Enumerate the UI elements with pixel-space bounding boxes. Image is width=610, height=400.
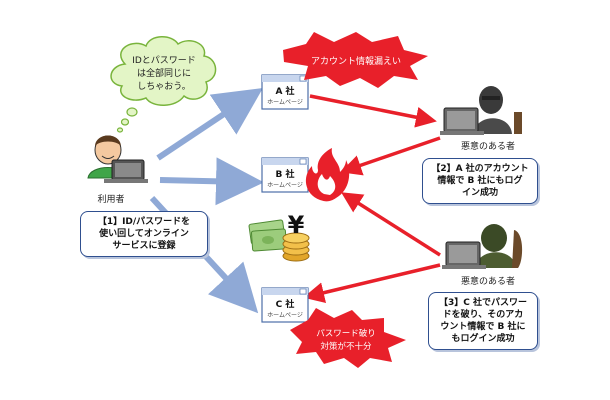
leak-burst: アカウント情報漏えい: [283, 32, 428, 88]
site-c-name: C 社: [276, 298, 295, 310]
arrow-attacker2-to-c: [303, 263, 441, 303]
site-b-name: B 社: [276, 168, 295, 180]
weak-password-burst: パスワード破り 対策が不十分: [290, 308, 406, 368]
speech-cloud: IDとパスワード は全部同じに しちゃおう。: [110, 36, 217, 133]
arrow-a-to-attacker: [309, 94, 437, 128]
arrow-attacker1-to-b: [340, 136, 441, 176]
step3-line-3: ウント情報で B 社に: [440, 322, 526, 332]
speech-line-2: は全部同じに: [137, 67, 191, 79]
flame-icon: [305, 148, 350, 202]
money-icon: ¥: [248, 211, 310, 262]
step1-box: 【1】ID/パスワードを 使い回してオンライン サービスに登録: [80, 211, 208, 257]
step2-box: 【2】A 社のアカウント 情報で B 社にもログ イン成功: [422, 158, 538, 204]
site-a-name: A 社: [275, 85, 294, 97]
user-figure: [87, 135, 148, 183]
step1-line-1: 【1】ID/パスワードを: [97, 217, 191, 227]
site-window-a: A 社 ホームページ: [261, 74, 309, 110]
yen-icon: ¥: [288, 211, 305, 239]
arrow-attacker2-to-b: [341, 192, 441, 257]
step1-line-2: 使い回してオンライン: [99, 229, 189, 239]
site-b-sub: ホームページ: [267, 182, 303, 189]
site-a-sub: ホームページ: [267, 99, 303, 106]
step2-line-2: 情報で B 社にもログ: [437, 176, 523, 186]
burst-top-text: アカウント情報漏えい: [311, 55, 401, 67]
site-c-sub: ホームページ: [267, 312, 303, 319]
site-window-b: B 社 ホームページ: [261, 157, 309, 193]
attacker-2-figure: [442, 224, 523, 269]
user-label: 利用者: [97, 195, 125, 205]
step3-line-2: ドを破り、そのアカ: [442, 310, 524, 320]
step3-line-4: もログイン成功: [451, 334, 515, 344]
burst-bottom-line-2: 対策が不十分: [320, 341, 372, 352]
attacker-2-label: 悪意のある者: [460, 277, 515, 287]
arrow-user-to-b: [159, 157, 264, 206]
step1-line-3: サービスに登録: [112, 241, 176, 251]
attacker-1-label: 悪意のある者: [460, 142, 515, 152]
step2-line-3: イン成功: [461, 188, 498, 198]
speech-line-3: しちゃおう。: [137, 81, 190, 92]
step2-line-1: 【2】A 社のアカウント: [431, 164, 529, 174]
arrow-user-to-a: [156, 88, 263, 161]
attacker-1-figure: [440, 86, 522, 135]
site-window-c: C 社 ホームページ: [261, 287, 309, 323]
step3-box: 【3】C 社でパスワー ドを破り、そのアカ ウント情報で B 社に もログイン成…: [428, 292, 538, 350]
step3-line-1: 【3】C 社でパスワー: [438, 298, 527, 308]
speech-line-1: IDとパスワード: [132, 55, 196, 66]
burst-bottom-line-1: パスワード破り: [316, 328, 376, 339]
